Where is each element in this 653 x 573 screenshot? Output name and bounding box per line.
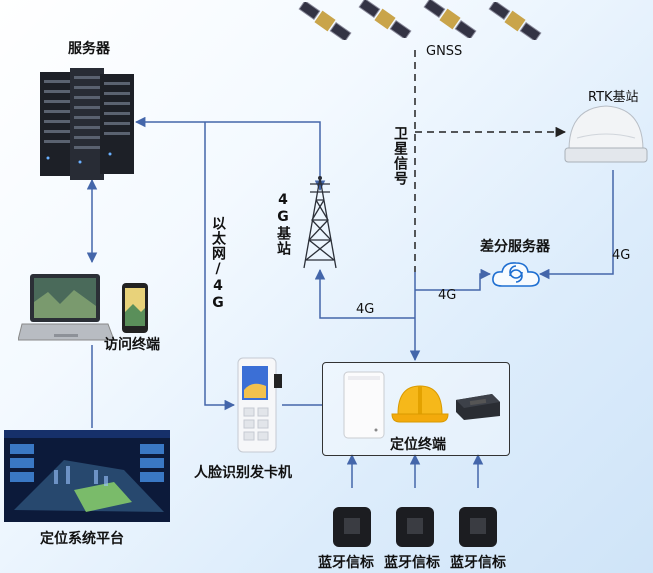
beacon-label: 蓝牙信标 [384, 555, 440, 571]
beacon-label: 蓝牙信标 [318, 555, 374, 571]
satellite-icon [358, 0, 412, 38]
4g-diff-label: 4G [438, 288, 457, 303]
cell-tower-icon [303, 176, 337, 269]
server-rack-icon [40, 68, 134, 180]
satellite-icon [488, 2, 542, 40]
satellite-icon [298, 2, 352, 40]
4g-rtk-label: 4G [612, 248, 631, 263]
safety-helmet-icon [391, 385, 449, 423]
kiosk-label: 人脸识别发卡机 [194, 465, 292, 481]
4g-station-label: 4G基站 [275, 192, 291, 256]
locator-label: 定位终端 [390, 437, 446, 453]
rtk-base-station-icon [564, 105, 648, 163]
server-label: 服务器 [68, 41, 110, 57]
tower-4g-link [314, 268, 415, 319]
beacon-icon [333, 507, 371, 547]
cloud-icon [492, 262, 540, 287]
4g-tower-label: 4G [356, 302, 375, 317]
ethernet-4g-label: 以太网/4G [210, 216, 226, 312]
diff-server-label: 差分服务器 [480, 239, 550, 255]
server-tower-link [134, 116, 326, 192]
platform-screen-icon [4, 430, 170, 522]
smartphone-icon [122, 283, 148, 333]
laptop-icon [18, 274, 114, 341]
beacon-icon [459, 507, 497, 547]
rtk-diff-link [538, 170, 614, 280]
locator-device-icon [343, 371, 385, 439]
beacon-icon [396, 507, 434, 547]
kiosk-icon [237, 357, 282, 453]
beacon-label: 蓝牙信标 [450, 555, 506, 571]
locator-box-icon [456, 394, 500, 420]
rtk-label: RTK基站 [588, 90, 639, 105]
diff-server-link [415, 268, 492, 291]
gnss-label: GNSS [426, 44, 463, 59]
access-terminal-label: 访问终端 [104, 337, 160, 353]
platform-label: 定位系统平台 [40, 531, 124, 547]
satellite-icon [423, 0, 477, 38]
satellite-signal-label: 卫星信号 [392, 126, 408, 186]
server-kiosk-link [204, 122, 236, 411]
